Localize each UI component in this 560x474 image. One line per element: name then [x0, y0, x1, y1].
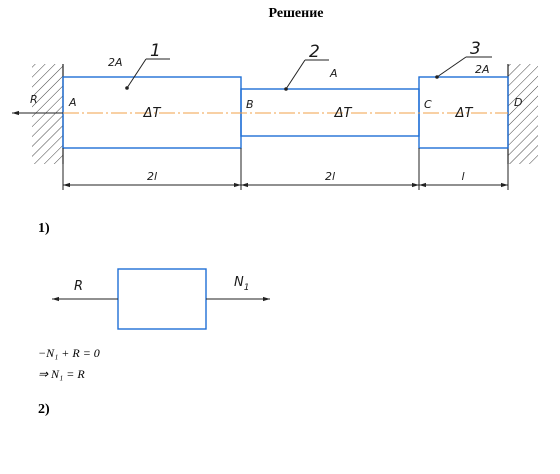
right-wall: [507, 64, 538, 164]
equation-2: ⇒ N₁ = R: [38, 367, 85, 381]
step-2-label: 2): [38, 402, 50, 417]
leader-1: [125, 58, 170, 90]
point-c-label: C: [424, 98, 432, 111]
segment-number-1: 1: [150, 41, 161, 61]
segment-number-2: 2: [309, 42, 320, 62]
equation-1: −N₁ + R = 0: [38, 346, 100, 360]
point-a-label: A: [68, 96, 77, 109]
length-label-3: l: [461, 170, 464, 183]
segment-number-3: 3: [470, 39, 481, 59]
step-1-label: 1): [38, 221, 50, 236]
leader-3: [435, 56, 492, 79]
free-body-box: [117, 268, 207, 330]
length-label-2: 2l: [325, 170, 335, 183]
left-force-label: R: [74, 279, 83, 294]
page-title: Решение: [269, 6, 324, 21]
dimension-lines: [62, 148, 509, 190]
delta-t-1: ΔT: [143, 106, 162, 121]
area-label-2: A: [329, 67, 338, 80]
left-wall: [32, 64, 64, 164]
point-b-label: B: [246, 98, 254, 111]
point-d-label: D: [514, 96, 522, 109]
right-force-label: N1: [234, 275, 249, 293]
area-label-3: 2A: [475, 63, 490, 76]
area-label-1: 2A: [108, 56, 123, 69]
reaction-label: R: [30, 93, 38, 106]
leader-2: [284, 59, 329, 91]
delta-t-2: ΔT: [334, 106, 353, 121]
delta-t-3: ΔT: [455, 106, 474, 121]
length-label-1: 2l: [147, 170, 157, 183]
